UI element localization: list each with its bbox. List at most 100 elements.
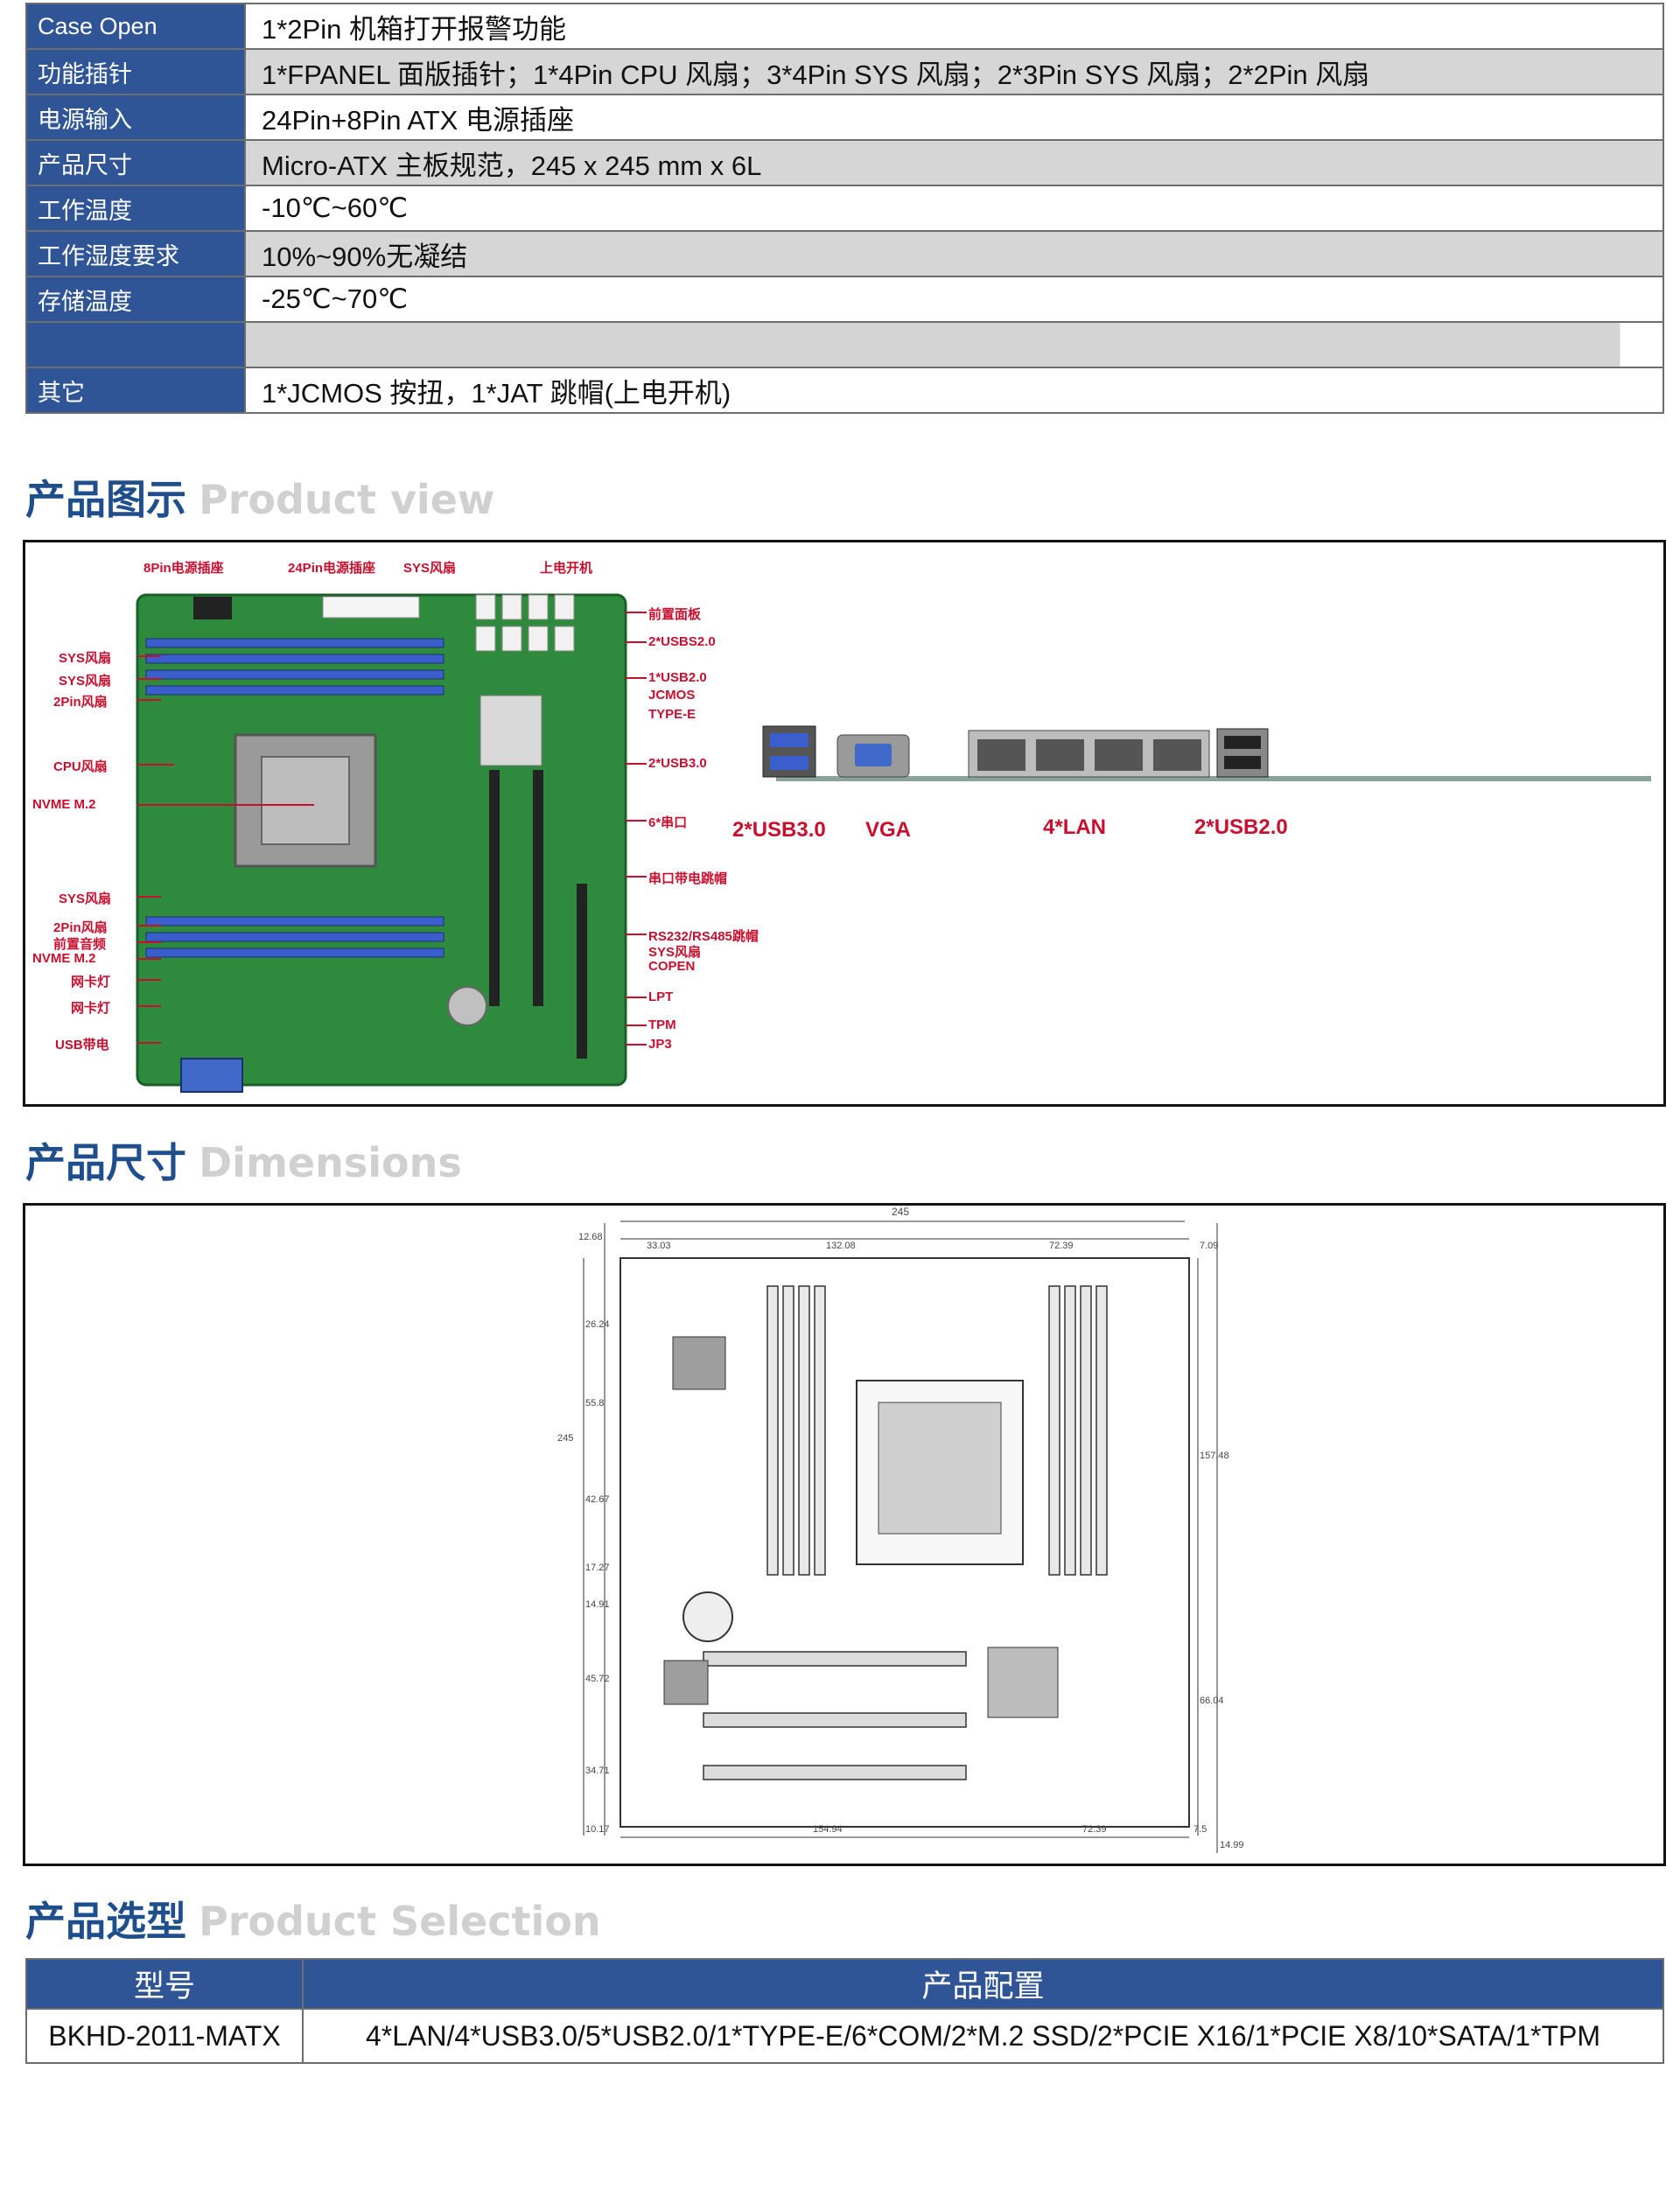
dimensions-frame: 245 33.03 132.08 72.39 7.09 12.68 245 26… xyxy=(23,1203,1666,1866)
dim-top-seg: 33.03 xyxy=(647,1241,671,1251)
section-title-dimensions: 产品尺寸 Dimensions xyxy=(25,1131,462,1189)
spec-value: -10℃~60℃ xyxy=(244,185,1664,232)
spec-row: 存储温度 -25℃~70℃ xyxy=(25,276,1664,323)
callout-left: SYS风扇 xyxy=(59,674,112,689)
column-header-config: 产品配置 xyxy=(302,1958,1664,2010)
io-label-lan: 4*LAN xyxy=(1043,815,1107,839)
callout-right: LPT xyxy=(648,990,674,1004)
callout-right: 前置面板 xyxy=(648,607,702,622)
dim-bottom-right: 14.99 xyxy=(1220,1840,1244,1850)
spec-label: Case Open xyxy=(25,3,246,50)
spec-value xyxy=(244,321,1664,368)
callout-left: SYS风扇 xyxy=(59,651,112,666)
dimension-drawing xyxy=(583,1220,1218,1853)
io-label-usb30: 2*USB3.0 xyxy=(732,818,826,842)
spec-row: 工作湿度要求 10%~90%无凝结 xyxy=(25,230,1664,277)
spec-label: 电源输入 xyxy=(25,94,246,141)
spec-value: 1*2Pin 机箱打开报警功能 xyxy=(244,3,1664,50)
dim-left-seg: 55.8 xyxy=(585,1398,605,1409)
callout-right: JCMOS xyxy=(648,688,696,703)
section-title-cn: 产品选型 xyxy=(25,1899,186,1944)
dim-bottom-seg: 154.94 xyxy=(813,1824,843,1835)
dim-bottom-seg: 7.5 xyxy=(1194,1824,1208,1835)
callout-right: COPEN xyxy=(648,959,696,974)
spec-value: 24Pin+8Pin ATX 电源插座 xyxy=(244,94,1664,141)
spec-label: 工作温度 xyxy=(25,185,246,232)
spec-value: Micro-ATX 主板规范，245 x 245 mm x 6L xyxy=(244,139,1664,186)
dim-bottom-seg: 10.17 xyxy=(585,1824,610,1835)
selection-header-row: 型号 产品配置 xyxy=(25,1958,1664,2010)
callout-right: RS232/RS485跳帽 xyxy=(648,929,759,944)
cell-model: BKHD-2011-MATX xyxy=(25,2008,304,2064)
dim-left-seg: 34.71 xyxy=(585,1766,610,1776)
column-header-model: 型号 xyxy=(25,1958,304,2010)
section-title-en: Product Selection xyxy=(199,1898,601,1945)
callout-right: TPM xyxy=(648,1018,676,1032)
spec-row: 电源输入 24Pin+8Pin ATX 电源插座 xyxy=(25,94,1664,141)
callout-left: NVME M.2 xyxy=(32,951,96,966)
dim-bottom-seg: 72.39 xyxy=(1082,1824,1107,1835)
io-label-usb20: 2*USB2.0 xyxy=(1194,815,1288,839)
spec-label: 其它 xyxy=(25,367,246,414)
callout-left: 2Pin风扇 xyxy=(53,695,108,710)
callout-8pin-power: 8Pin电源插座 xyxy=(144,561,224,576)
spec-value: 1*JCMOS 按扭，1*JAT 跳帽(上电开机) xyxy=(244,367,1664,414)
dim-top-seg: 132.08 xyxy=(826,1241,856,1251)
callout-sys-fan-top: SYS风扇 xyxy=(403,561,457,576)
dim-left-seg: 26.24 xyxy=(585,1319,610,1330)
callout-right: 2*USB3.0 xyxy=(648,756,707,771)
spec-label xyxy=(25,321,246,368)
dim-left-seg: 42.67 xyxy=(585,1494,610,1505)
section-title-en: Product view xyxy=(199,476,495,523)
spec-table: Case Open 1*2Pin 机箱打开报警功能 功能插针 1*FPANEL … xyxy=(25,3,1664,414)
spec-value: -25℃~70℃ xyxy=(244,276,1664,323)
dim-left-seg: 14.91 xyxy=(585,1599,610,1610)
spec-row: 其它 1*JCMOS 按扭，1*JAT 跳帽(上电开机) xyxy=(25,367,1664,414)
spec-label: 存储温度 xyxy=(25,276,246,323)
callout-left: SYS风扇 xyxy=(59,892,112,906)
dim-right-seg: 157.48 xyxy=(1200,1451,1229,1461)
spec-label: 功能插针 xyxy=(25,48,246,95)
callout-right: JP3 xyxy=(648,1037,672,1052)
spec-row: Case Open 1*2Pin 机箱打开报警功能 xyxy=(25,3,1664,50)
dim-left-seg: 45.72 xyxy=(585,1674,610,1684)
spec-row: 产品尺寸 Micro-ATX 主板规范，245 x 245 mm x 6L xyxy=(25,139,1664,186)
spec-row: 工作温度 -10℃~60℃ xyxy=(25,185,1664,232)
motherboard-image xyxy=(136,593,1651,1093)
section-title-selection: 产品选型 Product Selection xyxy=(25,1890,601,1948)
callout-right: 6*串口 xyxy=(648,815,688,830)
callout-24pin-power: 24Pin电源插座 xyxy=(288,561,376,576)
callout-left: 网卡灯 xyxy=(71,975,111,990)
dim-top-right: 7.09 xyxy=(1200,1241,1219,1251)
io-label-vga: VGA xyxy=(865,818,912,842)
selection-table: 型号 产品配置 BKHD-2011-MATX 4*LAN/4*USB3.0/5*… xyxy=(25,1958,1664,2064)
table-row: BKHD-2011-MATX 4*LAN/4*USB3.0/5*USB2.0/1… xyxy=(25,2008,1664,2064)
callout-left: USB带电 xyxy=(55,1038,109,1053)
callout-right: 1*USB2.0 xyxy=(648,670,707,685)
callout-right: 串口带电跳帽 xyxy=(648,871,728,886)
section-title-cn: 产品图示 xyxy=(25,477,186,522)
callout-power-on: 上电开机 xyxy=(540,561,593,576)
dim-right-seg: 66.04 xyxy=(1200,1696,1224,1706)
dim-left-total: 245 xyxy=(557,1433,574,1444)
callout-right: SYS风扇 xyxy=(648,945,702,960)
section-title-product-view: 产品图示 Product view xyxy=(25,468,494,526)
callout-left: 2Pin风扇 xyxy=(53,920,108,935)
spec-row: 功能插针 1*FPANEL 面版插针；1*4Pin CPU 风扇；3*4Pin … xyxy=(25,48,1664,95)
dim-top-seg: 72.39 xyxy=(1049,1241,1074,1251)
dim-top-left: 12.68 xyxy=(578,1232,603,1242)
spec-row xyxy=(25,321,1664,368)
callout-left: 前置音频 xyxy=(53,937,107,952)
section-title-en: Dimensions xyxy=(199,1139,462,1186)
section-title-cn: 产品尺寸 xyxy=(25,1140,186,1185)
callout-right: 2*USBS2.0 xyxy=(648,634,716,649)
dim-top-total: 245 xyxy=(892,1206,910,1218)
spec-value: 10%~90%无凝结 xyxy=(244,230,1664,277)
product-view-frame: 8Pin电源插座 24Pin电源插座 SYS风扇 上电开机 SYS风扇 SYS风… xyxy=(23,540,1666,1107)
callout-right: TYPE-E xyxy=(648,707,696,722)
callout-left: NVME M.2 xyxy=(32,797,96,812)
callout-left: CPU风扇 xyxy=(53,759,108,774)
spec-label: 产品尺寸 xyxy=(25,139,246,186)
cell-config: 4*LAN/4*USB3.0/5*USB2.0/1*TYPE-E/6*COM/2… xyxy=(302,2008,1664,2064)
spec-value: 1*FPANEL 面版插针；1*4Pin CPU 风扇；3*4Pin SYS 风… xyxy=(244,48,1664,95)
